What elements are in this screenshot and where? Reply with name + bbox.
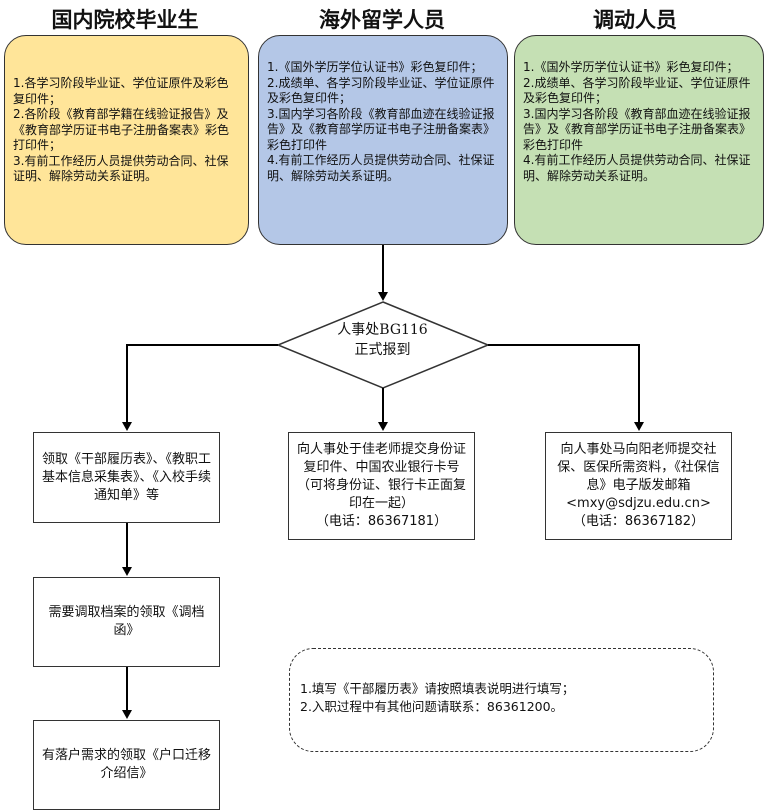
overseas-requirements-box: 1.《国外学历学位认证书》彩色复印件； 2.成绩单、各学习阶段毕业证、学位证原件… [258, 35, 508, 245]
header-domestic-graduates: 国内院校毕业生 [51, 7, 199, 32]
step-household-letter: 有落户需求的领取《户口迁移介绍信》 [33, 720, 220, 810]
step-phone: （电话：86367182） [572, 514, 705, 529]
step-submit-id-bank: 向人事处于佳老师提交身份证复印件、中国农业银行卡号（可将身份证、银行卡正面复印在… [288, 432, 475, 540]
connector-line [382, 388, 384, 424]
note-item: 2.入职过程中有其他问题请联系：86361200。 [300, 699, 564, 714]
header-transferred-staff: 调动人员 [593, 7, 677, 32]
step-collect-forms: 领取《干部履历表》、《教职工基本信息采集表》、《入校手续通知单》等 [33, 432, 220, 523]
requirement-item: 1.《国外学历学位认证书》彩色复印件； [523, 60, 739, 74]
step-text: 向人事处马向阳老师提交社保、医保所需资料，《社保信息》电子版发邮箱<mxy@sd… [557, 442, 720, 511]
decision-line1: 人事处BG116 [337, 322, 428, 338]
connector-line [126, 667, 128, 712]
decision-label: 人事处BG116 正式报到 [275, 320, 490, 360]
step-archive-letter: 需要调取档案的领取《调档函》 [33, 577, 220, 667]
requirement-item: 4.有前工作经历人员提供劳动合同、社保证明、解除劳动关系证明。 [523, 153, 751, 183]
requirement-item: 1.《国外学历学位认证书》彩色复印件； [267, 60, 483, 74]
connector-line [382, 245, 384, 295]
requirement-item: 2.成绩单、各学习阶段毕业证、学位证原件及彩色复印件； [523, 75, 751, 106]
requirement-item: 1.各学习阶段毕业证、学位证原件及彩色复印件； [13, 76, 229, 106]
requirement-item: 3.国内学习各阶段《教育部血迹在线验证报告》及《教育部学历证书电子注册备案表》彩… [523, 106, 752, 152]
transfer-requirements-box: 1.《国外学历学位认证书》彩色复印件； 2.成绩单、各学习阶段毕业证、学位证原件… [514, 35, 764, 245]
connector-line [638, 344, 640, 424]
arrow-down-icon [122, 710, 132, 719]
arrow-down-icon [122, 567, 132, 576]
domestic-requirements-box: 1.各学习阶段毕业证、学位证原件及彩色复印件； 2.各阶段《教育部学籍在线验证报… [4, 35, 249, 245]
requirement-item: 3.有前工作经历人员提供劳动合同、社保证明、解除劳动关系证明。 [13, 153, 229, 184]
arrow-down-icon [378, 422, 388, 431]
header-overseas-returnees: 海外留学人员 [319, 7, 445, 32]
requirement-item: 2.各阶段《教育部学籍在线验证报告》及《教育部学历证书电子注册备案表》彩色打印件… [13, 107, 230, 152]
step-phone: （电话：86367181） [315, 514, 448, 529]
step-submit-insurance: 向人事处马向阳老师提交社保、医保所需资料，《社保信息》电子版发邮箱<mxy@sd… [545, 432, 732, 540]
requirement-item: 2.成绩单、各学习阶段毕业证、学位证原件及彩色复印件； [267, 75, 495, 106]
step-text: 领取《干部履历表》、《教职工基本信息采集表》、《入校手续通知单》等 [42, 451, 212, 503]
step-text: 向人事处于佳老师提交身份证复印件、中国农业银行卡号（可将身份证、银行卡正面复印在… [297, 442, 467, 511]
branch-line-left [126, 344, 278, 346]
connector-line [126, 344, 128, 424]
step-text: 有落户需求的领取《户口迁移介绍信》 [42, 748, 212, 781]
arrow-down-icon [634, 422, 644, 431]
step-text: 需要调取档案的领取《调档函》 [48, 605, 205, 638]
note-item: 1.填写《干部履历表》请按照填表说明进行填写； [300, 681, 575, 696]
notes-box: 1.填写《干部履历表》请按照填表说明进行填写； 2.入职过程中有其他问题请联系：… [289, 648, 714, 752]
arrow-down-icon [378, 292, 388, 301]
arrow-down-icon [122, 422, 132, 431]
requirement-item: 4.有前工作经历人员提供劳动合同、社保证明、解除劳动关系证明。 [267, 153, 495, 183]
decision-line2: 正式报到 [354, 342, 411, 358]
connector-line [126, 523, 128, 569]
branch-line-right [488, 344, 639, 346]
requirement-item: 3.国内学习各阶段《教育部血迹在线验证报告》及《教育部学历证书电子注册备案表》彩… [267, 106, 496, 152]
